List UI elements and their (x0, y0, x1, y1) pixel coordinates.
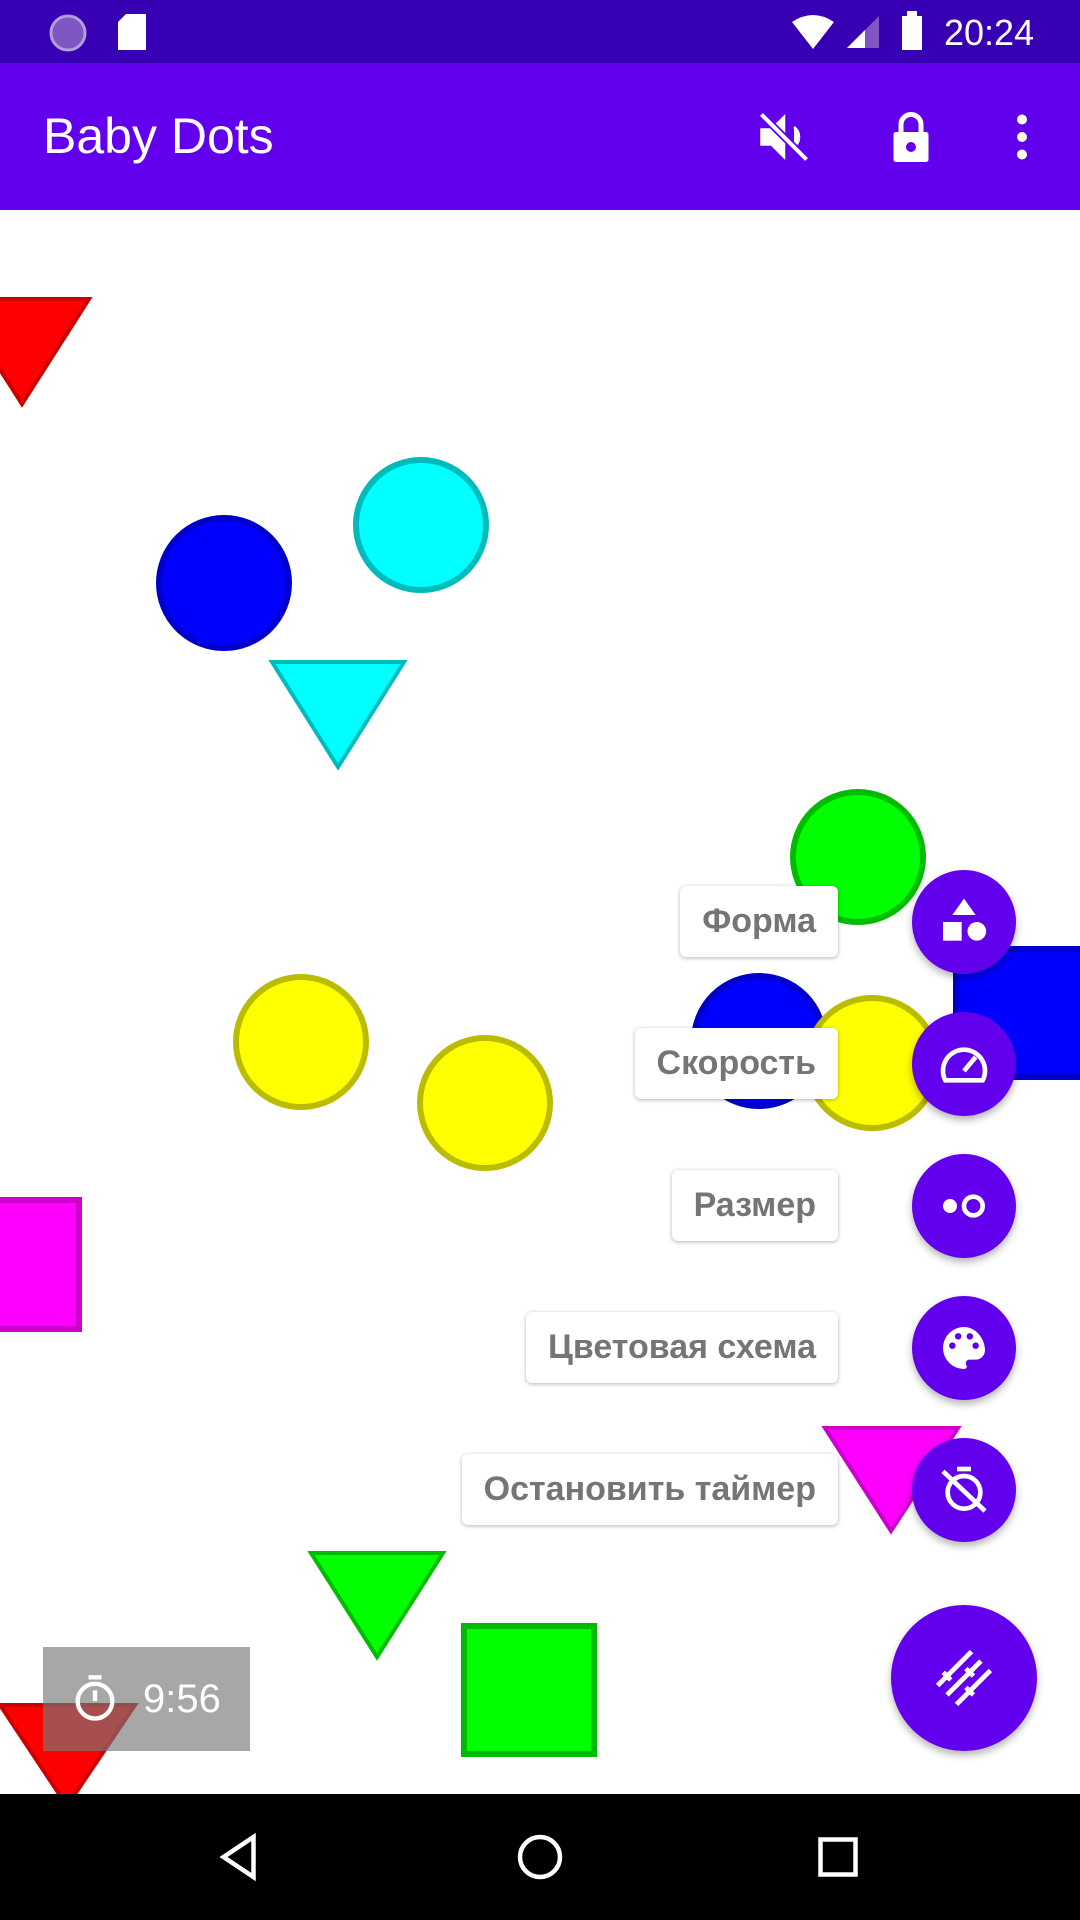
shape-button[interactable] (912, 870, 1016, 974)
speed-button[interactable] (912, 1012, 1016, 1116)
signal-icon (847, 16, 879, 48)
lock-icon[interactable] (881, 107, 941, 167)
stop-timer-button[interactable] (912, 1438, 1016, 1542)
palette-icon (943, 1327, 985, 1369)
yellow-circle (417, 1035, 553, 1171)
cyan-triangle (268, 660, 408, 771)
color-scheme-button[interactable] (912, 1296, 1016, 1400)
speedometer-icon (940, 1047, 988, 1083)
settings-speed-dial-button[interactable] (891, 1605, 1037, 1751)
size-icon (943, 1194, 985, 1218)
sync-icon (49, 14, 87, 52)
size-button[interactable] (912, 1154, 1016, 1258)
mute-icon[interactable] (754, 107, 814, 167)
tune-icon (935, 1649, 993, 1707)
recents-icon[interactable] (808, 1827, 868, 1887)
shape-option-label[interactable]: Форма (680, 886, 838, 957)
cyan-circle (353, 457, 489, 593)
timer-off-icon (941, 1466, 987, 1513)
blue-circle (156, 515, 292, 651)
more-vert-icon[interactable] (992, 107, 1052, 167)
green-square (461, 1623, 597, 1757)
size-option-label[interactable]: Размер (671, 1170, 838, 1241)
app-bar: Baby Dots (0, 63, 1080, 210)
speed-option-label[interactable]: Скорость (634, 1028, 838, 1099)
home-icon[interactable] (510, 1827, 570, 1887)
green-triangle (307, 1551, 447, 1661)
clock: 20:24 (944, 12, 1035, 53)
color-scheme-option-label[interactable]: Цветовая схема (526, 1312, 838, 1383)
battery-icon (902, 11, 922, 50)
app-title: Baby Dots (43, 108, 274, 164)
timer-display: 9:56 (43, 1647, 250, 1751)
timer-value: 9:56 (143, 1676, 221, 1721)
magenta-square (0, 1197, 82, 1332)
back-icon[interactable] (211, 1827, 271, 1887)
navigation-bar (0, 1794, 1080, 1920)
red-triangle (0, 297, 93, 408)
sd-card-icon (118, 14, 146, 50)
shapes-icon (943, 898, 987, 941)
yellow-circle (233, 974, 369, 1110)
stopwatch-icon (75, 1675, 115, 1721)
wifi-icon (792, 15, 834, 49)
status-bar: 20:24 (0, 0, 1080, 63)
stop-timer-option-label[interactable]: Остановить таймер (461, 1454, 838, 1525)
